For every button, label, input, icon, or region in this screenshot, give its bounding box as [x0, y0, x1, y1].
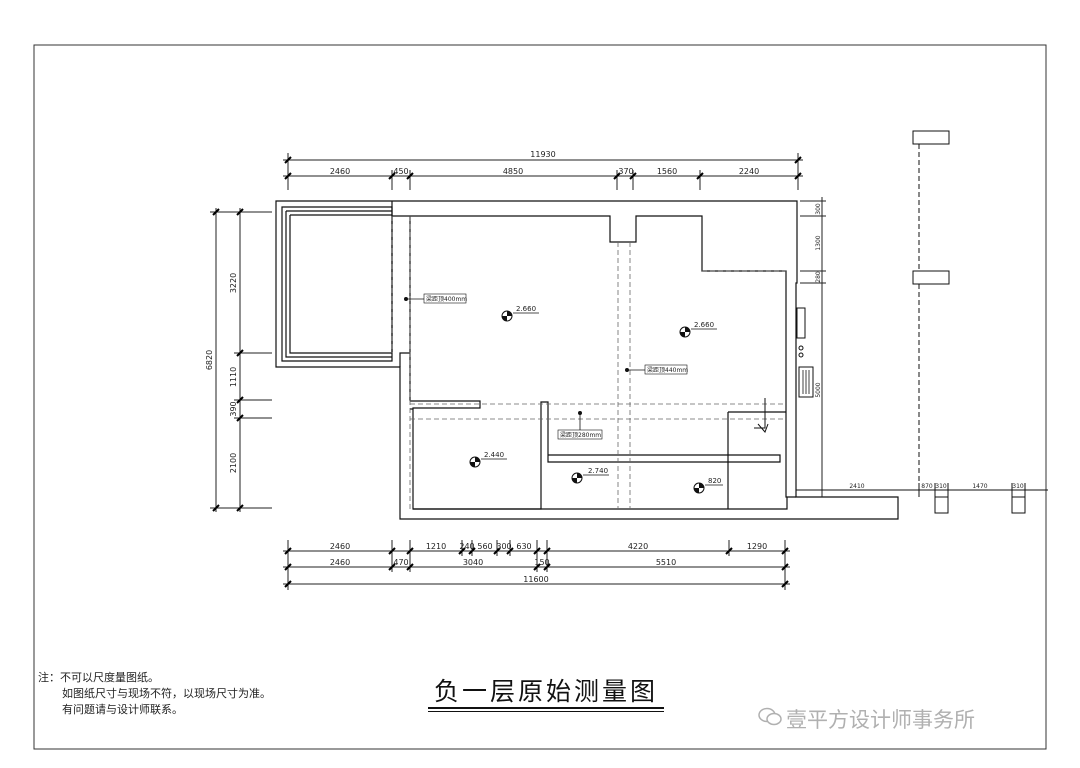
left-seg-label: 2100: [229, 453, 238, 473]
fixture-box: [796, 307, 806, 339]
pier: [1011, 496, 1026, 514]
bottom-dimension-ticks: [284, 547, 789, 588]
elevation-label: 2.740: [588, 467, 608, 475]
bottom-seg-label: 630: [516, 542, 531, 551]
radiator: [798, 366, 814, 398]
walls: [275, 200, 899, 520]
bottom-seg-label: 150: [534, 558, 549, 567]
outer-wall: [275, 200, 899, 520]
top-total-label: 11930: [530, 150, 555, 159]
top-seg-label: 370: [618, 167, 633, 176]
lower-room-wall: [410, 400, 549, 510]
right-lower-label: 310: [935, 483, 947, 490]
note-line: 有问题请与设计师联系。: [62, 703, 183, 716]
right-seg-label: 280: [815, 271, 822, 283]
right-lower-label: 2410: [849, 483, 864, 490]
bottom-seg-label: 1210: [426, 542, 446, 551]
column-block: [912, 130, 950, 145]
bottom-seg-label: 300: [496, 542, 511, 551]
bottom-seg-label: 240: [459, 542, 474, 551]
top-seg-label: 2240: [739, 167, 759, 176]
right-dimension-lines: [800, 197, 826, 497]
left-seg-label: 390: [229, 401, 238, 416]
bottom-seg-label: 5510: [656, 558, 676, 567]
right-lower-labels: 2410 870 310 1470 310: [849, 483, 1024, 490]
level-marker: 2.740: [571, 467, 609, 484]
beam-lines: [391, 216, 786, 509]
bottom-seg-label: 2460: [330, 558, 350, 567]
far-right-structure: [796, 130, 1048, 514]
left-total-label: 6820: [205, 350, 214, 370]
right-seg-label: 300: [815, 203, 822, 215]
note-line: 如图纸尺寸与现场不符，以现场尺寸为准。: [62, 687, 271, 700]
right-dimension-labels: 300 1300 280 5000: [815, 203, 822, 398]
left-bay-wall: [281, 206, 393, 362]
elevation-label: 2.660: [694, 321, 714, 329]
bottom-seg-label: 2460: [330, 542, 350, 551]
outlet: [798, 345, 804, 351]
right-fixtures: [754, 307, 814, 433]
left-dimension-labels: 6820 3220 1110 390 2100: [205, 273, 238, 473]
bottom-seg-label: 560: [477, 542, 492, 551]
beam-label: 梁距顶400mm: [426, 295, 467, 303]
left-seg-label: 1110: [229, 367, 238, 387]
top-seg-label: 2460: [330, 167, 350, 176]
pier: [934, 496, 949, 514]
bottom-dimension-labels: 2460 1210 240 560 300 630 4220 1290 2460…: [330, 542, 767, 584]
right-lower-label: 310: [1012, 483, 1024, 490]
left-dimension-lines: [210, 208, 272, 512]
elevation-label: 2.660: [516, 305, 536, 313]
bottom-total-label: 11600: [523, 575, 548, 584]
watermark-text: 壹平方设计师事务所: [786, 708, 975, 732]
beam-annotations: 梁距顶400mm 梁距顶440mm 梁距顶280mm: [404, 293, 688, 440]
left-dimension-ticks: [212, 208, 244, 512]
beam-label: 梁距顶280mm: [560, 431, 601, 439]
bottom-seg-label: 470: [393, 558, 408, 567]
drawing-title: 负一层原始测量图: [433, 677, 658, 706]
level-marker: 2.660: [501, 305, 539, 322]
elevation-label: 2.440: [484, 451, 504, 459]
level-marker: 2.660: [679, 321, 717, 338]
level-marker: 820: [693, 477, 723, 494]
bottom-seg-label: 4220: [628, 542, 648, 551]
top-dimension-labels: 11930 2460 450 4850 370 1560 2240: [330, 150, 759, 176]
outlet: [798, 352, 804, 358]
right-seg-label: 1300: [815, 235, 822, 250]
title-underline: [428, 707, 664, 709]
left-seg-label: 3220: [229, 273, 238, 293]
top-seg-label: 1560: [657, 167, 677, 176]
bottom-seg-label: 1290: [747, 542, 767, 551]
column-block: [912, 270, 950, 285]
top-dimension-ticks: [284, 156, 802, 180]
elevation-label: 820: [708, 477, 721, 485]
wechat-icon: [758, 707, 782, 726]
level-markers: 2.660 2.660 2.440 2.740 820: [469, 305, 723, 494]
top-seg-label: 4850: [503, 167, 523, 176]
level-marker: 2.440: [469, 451, 507, 468]
bottom-seg-label: 3040: [463, 558, 483, 567]
beam-label: 梁距顶440mm: [647, 366, 688, 374]
right-lower-label: 870: [921, 483, 933, 490]
right-seg-label: 5000: [815, 382, 822, 397]
sheet-border: [33, 44, 1047, 750]
note-line: 注：不可以尺度量图纸。: [38, 671, 159, 684]
title-underline: [428, 711, 664, 712]
right-lower-label: 1470: [972, 483, 987, 490]
top-seg-label: 450: [393, 167, 408, 176]
